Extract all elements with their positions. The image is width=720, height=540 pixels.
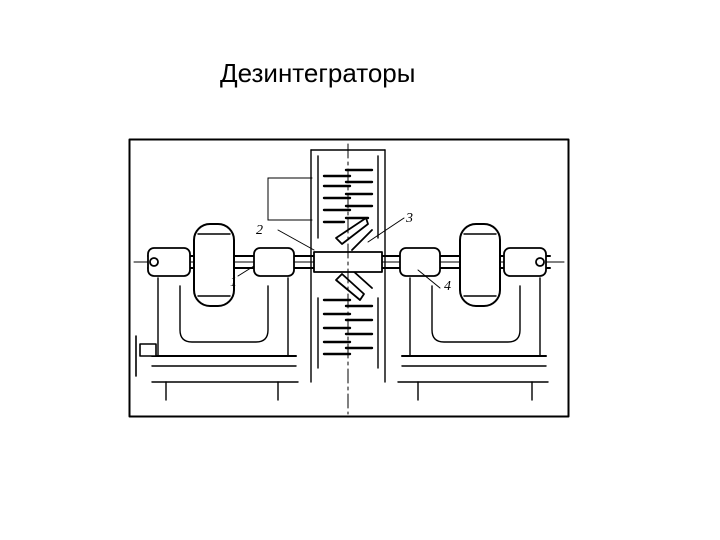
left-pulley — [193, 223, 235, 307]
housing — [310, 149, 386, 383]
right-frame — [397, 277, 549, 401]
rotor-pins-upper — [322, 168, 374, 224]
disintegrator-diagram: 2 1 3 4 — [128, 138, 570, 418]
diagram-frame — [128, 138, 570, 418]
callout-1: 1 — [230, 275, 237, 290]
callout-2: 2 — [256, 223, 263, 238]
left-frame — [151, 277, 299, 401]
right-pulley — [459, 223, 501, 307]
callout-4: 4 — [444, 279, 451, 294]
callout-3: 3 — [405, 211, 413, 226]
leader-lines — [237, 177, 441, 289]
bearings — [147, 247, 547, 277]
rotor-pins-lower — [322, 298, 374, 356]
slide-title: Дезинтеграторы — [220, 58, 416, 88]
handwheel — [135, 335, 157, 377]
rotor-discs — [335, 217, 373, 301]
